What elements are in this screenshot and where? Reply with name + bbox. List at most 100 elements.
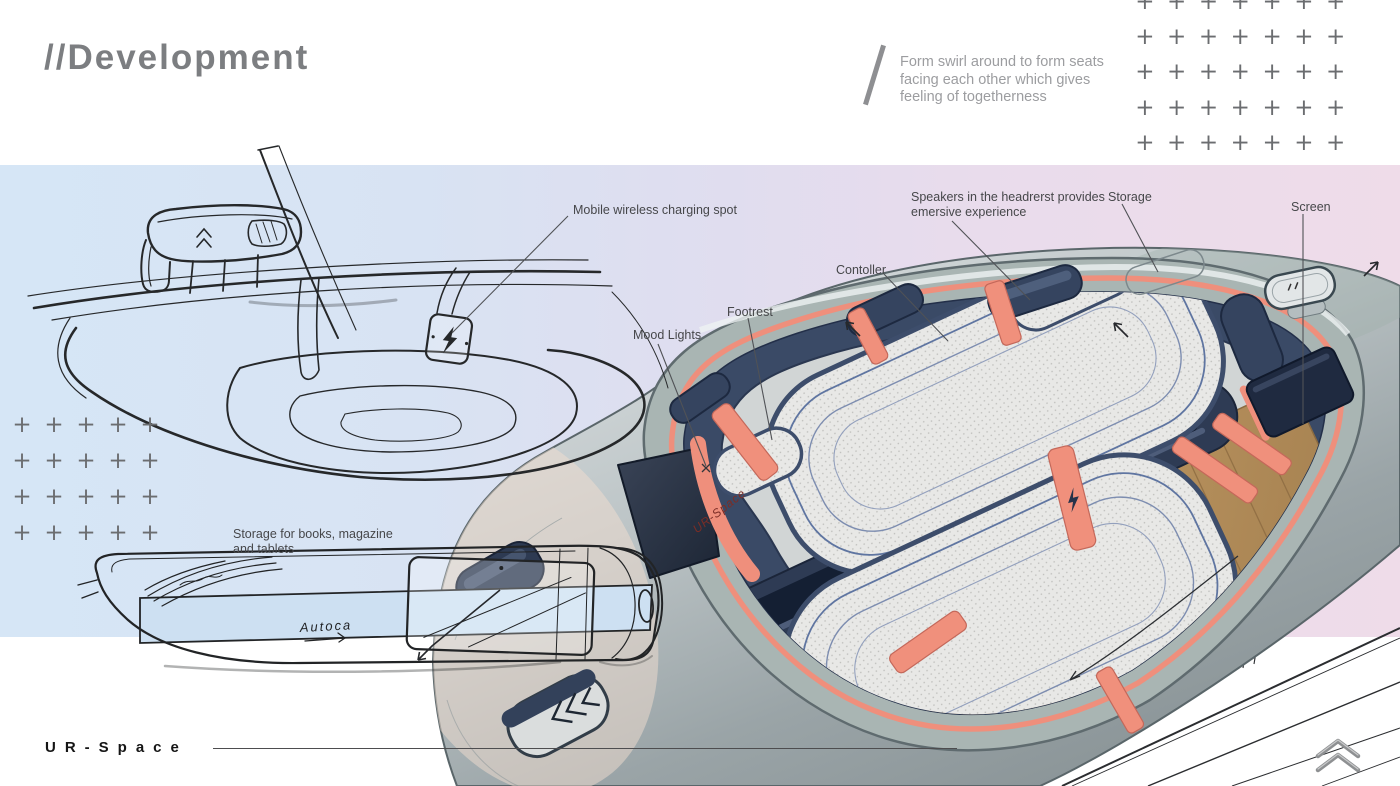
plus-icon: + <box>1262 94 1282 121</box>
plus-icon: + <box>1294 129 1314 156</box>
plus-icon: + <box>1262 23 1282 50</box>
plus-icon: + <box>1198 23 1219 50</box>
citroen-double-chevron-icon <box>1315 738 1361 773</box>
plus-icon: + <box>1198 59 1219 86</box>
annotation-line: Footrest <box>727 305 773 319</box>
page-title: //Development <box>44 38 310 77</box>
plus-icon: + <box>1326 129 1346 156</box>
note-line: feeling of togetherness <box>900 89 1047 105</box>
plus-icon: + <box>12 520 32 546</box>
plus-icon: + <box>44 448 64 474</box>
arrow-icon <box>845 321 861 337</box>
annotation-footrest: Footrest <box>727 305 773 320</box>
storage-scribble-text: Autoca <box>298 617 352 635</box>
plus-icon: + <box>1326 23 1346 50</box>
left-coral-rail <box>690 436 760 582</box>
plus-icon: + <box>1230 94 1250 121</box>
plus-icon: + <box>108 520 128 546</box>
chevron-arrows-icon <box>550 686 600 724</box>
annotation-line: emersive experience <box>911 205 1027 219</box>
plus-icon: + <box>108 412 128 438</box>
chevron-up-icon <box>196 227 212 248</box>
arrow-icon <box>1113 322 1129 338</box>
annotation-storage: Storage <box>1108 190 1152 205</box>
plus-icon: + <box>1135 23 1155 50</box>
plus-icon: + <box>76 520 96 546</box>
annotation-line: Mood Lights <box>633 328 702 342</box>
plus-icon: + <box>1135 129 1155 156</box>
plus-icon: + <box>140 520 160 546</box>
plus-icon: + <box>140 484 160 510</box>
deployed-screen <box>1239 346 1355 441</box>
plus-icon: + <box>1198 0 1219 15</box>
plus-icon: + <box>76 484 96 510</box>
plus-icon: + <box>1230 59 1250 86</box>
plus-icon: + <box>12 448 32 474</box>
plus-icon: + <box>1326 59 1346 86</box>
door-sketch <box>27 145 669 481</box>
arrow-icon <box>1363 261 1379 277</box>
plus-icon: + <box>1326 94 1346 121</box>
plus-icon: + <box>1294 59 1314 86</box>
arrow-icon <box>417 589 501 661</box>
sketch-arrows <box>417 261 1379 661</box>
plus-icon: + <box>1230 129 1250 156</box>
annotation-line: Contoller <box>836 263 887 277</box>
plus-icon: + <box>140 448 160 474</box>
leader-lines <box>451 203 1304 467</box>
plus-icon: + <box>1230 0 1250 15</box>
annotation-speakers: Speakers in the headrerst provides emers… <box>911 190 1105 220</box>
plus-icon: + <box>1198 94 1219 121</box>
plus-icon: + <box>1294 0 1314 15</box>
plus-icon: + <box>1167 94 1187 121</box>
plus-icon: + <box>1262 59 1282 86</box>
plus-icon: + <box>44 412 64 438</box>
plus-icon: + <box>1294 94 1314 121</box>
plus-icon: + <box>76 448 96 474</box>
plus-icon: + <box>1262 129 1282 156</box>
body-sketch-lines <box>1061 627 1400 786</box>
annotation-line: Storage for books, magazine <box>233 527 393 541</box>
plus-icon: + <box>1167 0 1187 15</box>
plus-icon: + <box>1326 0 1346 15</box>
plus-icon: + <box>1262 0 1282 15</box>
plus-icon: + <box>12 484 32 510</box>
project-name: UR-Space <box>45 739 188 756</box>
note-line: Form swirl around to form seats <box>900 54 1104 70</box>
annotation-mood-lights: Mood Lights <box>633 328 701 343</box>
annotation-controller: Contoller <box>836 263 886 278</box>
storage-sketch: Autoca <box>77 544 664 674</box>
plus-icon: + <box>1230 23 1250 50</box>
plus-icon: + <box>1135 0 1155 15</box>
note-line: facing each other which gives <box>900 71 1091 88</box>
storage-lid <box>1125 248 1205 296</box>
annotation-line: Screen <box>1291 200 1331 214</box>
annotation-line: and tablets <box>233 542 295 556</box>
plus-icon: + <box>108 484 128 510</box>
seatback-panel <box>617 446 720 579</box>
plus-icon: + <box>1135 59 1155 86</box>
design-note: Form swirl around to form seats facing e… <box>900 54 1110 107</box>
entry-pad <box>501 669 610 759</box>
plus-grid-topright: +++++++++++++++++++++++++++++++++++ <box>1129 0 1352 160</box>
annotation-line: Speakers in the headrerst provides <box>911 190 1105 204</box>
plus-icon: + <box>140 412 160 438</box>
footer-divider-line <box>213 748 957 749</box>
plus-icon: + <box>44 484 64 510</box>
annotation-line: Storage <box>1108 190 1152 204</box>
annotation-mobile-charging: Mobile wireless charging spot <box>573 203 737 218</box>
plus-icon: + <box>12 412 32 438</box>
plus-icon: + <box>1167 23 1187 50</box>
x-mark-icon <box>701 463 711 473</box>
plus-grid-left: ++++++++++++++++++++ <box>6 407 166 551</box>
charging-plate <box>424 313 474 365</box>
coral-straps <box>711 280 1292 734</box>
interior-arrow-icon <box>1069 555 1239 681</box>
plus-icon: + <box>1135 94 1155 121</box>
controller-strap <box>1047 445 1097 551</box>
annotation-line: Mobile wireless charging spot <box>573 203 737 217</box>
annotation-storage-books: Storage for books, magazine and tablets <box>233 527 393 557</box>
plus-icon: + <box>76 412 96 438</box>
